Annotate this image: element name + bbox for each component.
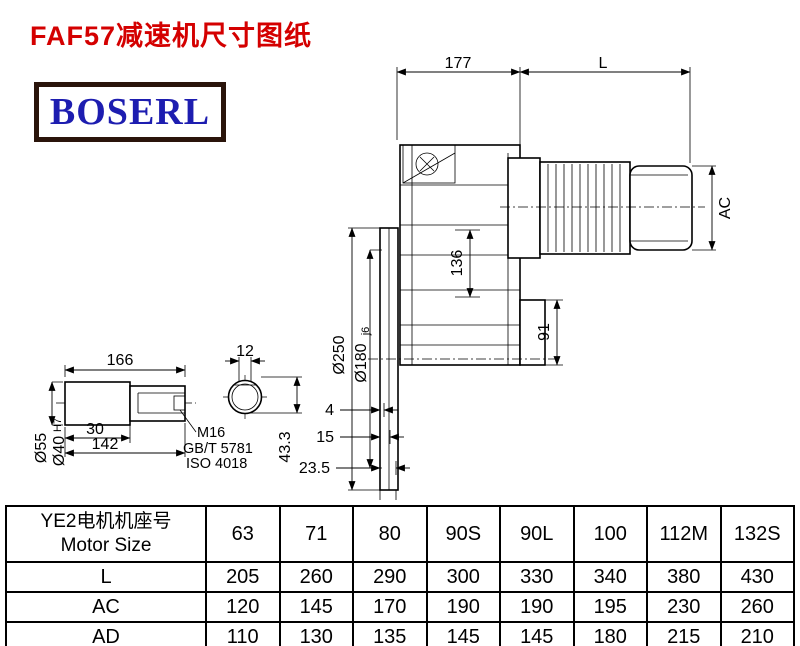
standard-gb: GB/T 5781: [183, 441, 253, 457]
logo-text: BOSERL: [49, 91, 211, 133]
cell: 110: [205, 621, 281, 646]
dim-d40: Ø40: [51, 436, 68, 466]
size-col-100: 100: [572, 505, 648, 563]
motor-size-header-cn: YE2电机机座号: [40, 511, 172, 533]
cell: 135: [352, 621, 428, 646]
cell: 430: [719, 561, 795, 593]
cell: 195: [572, 591, 648, 623]
shaft-detail: 166 30 142 Ø55 Ø40 H7 M16 GB/T 5781 ISO …: [33, 352, 253, 472]
size-col-90S: 90S: [425, 505, 501, 563]
dimension-table: YE2电机机座号 Motor Size 63 71 80 90S 90L 100…: [5, 505, 795, 646]
cell: 145: [499, 621, 575, 646]
shaft-large-section: [64, 381, 131, 426]
dim-flange-dia: Ø250: [331, 335, 348, 374]
cell: 190: [499, 591, 575, 623]
cell: 180: [572, 621, 648, 646]
dim-d40-fit: H7: [52, 418, 64, 432]
tap-label: M16: [197, 425, 225, 441]
table-header-row: YE2电机机座号 Motor Size 63 71 80 90S 90L 100…: [5, 505, 795, 563]
cell: 205: [205, 561, 281, 593]
page-title: FAF57减速机尺寸图纸: [30, 21, 313, 51]
dim-spigot-dia: Ø180: [353, 343, 370, 382]
size-col-90L: 90L: [499, 505, 575, 563]
cell: 260: [278, 561, 354, 593]
cell: 190: [425, 591, 501, 623]
cell: 145: [278, 591, 354, 623]
dim-136: 136: [449, 250, 466, 277]
motor-adapter: [507, 157, 541, 259]
motor-size-header-en: Motor Size: [60, 535, 152, 556]
shaft-end-circle: [227, 379, 263, 415]
size-col-63: 63: [205, 505, 281, 563]
dim-15: 15: [316, 429, 334, 446]
cell: 230: [646, 591, 722, 623]
dim-177: 177: [445, 55, 472, 72]
size-col-132S: 132S: [719, 505, 795, 563]
cell: 170: [352, 591, 428, 623]
motor-size-header-cell: YE2电机机座号 Motor Size: [5, 505, 207, 563]
dim-4: 4: [325, 402, 334, 419]
standard-iso: ISO 4018: [186, 456, 247, 472]
dim-L: L: [599, 55, 608, 72]
housing-foot: [519, 299, 546, 366]
shaft-end-inner-circle: [231, 383, 259, 411]
mounting-ear: [402, 144, 456, 184]
dim-23-5: 23.5: [299, 460, 330, 477]
cell: 290: [352, 561, 428, 593]
row-label-AD: AD: [5, 621, 207, 646]
dim-91: 91: [536, 323, 553, 341]
cell: 340: [572, 561, 648, 593]
cell: 210: [719, 621, 795, 646]
size-col-112M: 112M: [646, 505, 722, 563]
motor-fins: [547, 164, 621, 252]
technical-drawing: 177 L AC Ø250 Ø180 j6 136 91: [33, 55, 734, 500]
row-label-L: L: [5, 561, 207, 593]
tapped-hole: [173, 395, 186, 411]
shaft-small-section: [129, 385, 186, 422]
size-col-80: 80: [352, 505, 428, 563]
cell: 260: [719, 591, 795, 623]
ear-hole-icon: [415, 152, 439, 176]
table-row-AD: AD 110 130 135 145 145 180 215 210: [5, 621, 795, 646]
motor-rear-body: [629, 165, 693, 251]
table-row-L: L 205 260 290 300 330 340 380 430: [5, 561, 795, 593]
cell: 130: [278, 621, 354, 646]
logo-box: BOSERL: [34, 82, 226, 142]
dim-30: 30: [86, 421, 104, 438]
motor-fin-body: [539, 161, 631, 255]
cell: 380: [646, 561, 722, 593]
dim-d55: Ø55: [33, 433, 50, 463]
table-row-AC: AC 120 145 170 190 190 195 230 260: [5, 591, 795, 623]
dim-166: 166: [107, 352, 134, 369]
dim-142: 142: [92, 436, 119, 453]
size-col-71: 71: [278, 505, 354, 563]
dim-12: 12: [236, 343, 254, 360]
cell: 300: [425, 561, 501, 593]
cell: 120: [205, 591, 281, 623]
row-label-AC: AC: [5, 591, 207, 623]
dim-AC: AC: [717, 197, 734, 219]
shaft-end-view: 12: [223, 343, 267, 419]
cell: 145: [425, 621, 501, 646]
cell: 215: [646, 621, 722, 646]
dim-spigot-fit: j6: [360, 327, 372, 337]
cell: 330: [499, 561, 575, 593]
dim-43-3: 43.3: [277, 431, 294, 462]
main-view: [368, 144, 705, 491]
dimensions-main: 177 L AC Ø250 Ø180 j6 136 91: [245, 55, 734, 500]
